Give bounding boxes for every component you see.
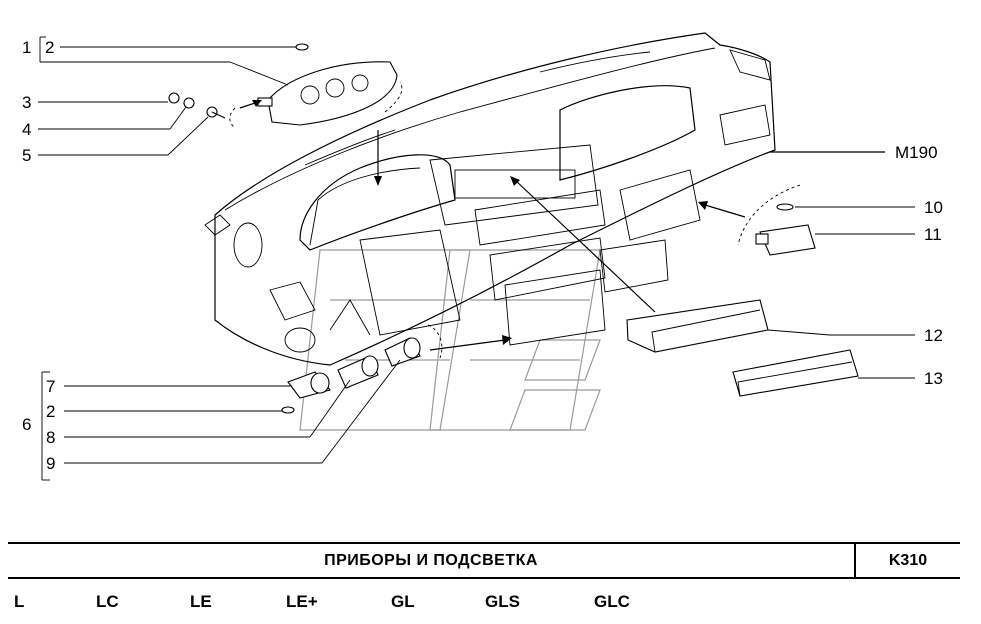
- callout-3: 3: [22, 93, 31, 112]
- switch-assembly: [281, 324, 512, 414]
- parts-diagram: 1 2 3 4 5 6 7 2 8 9 M190 10 11 12 13: [22, 32, 943, 481]
- variant-le: LE: [190, 592, 212, 611]
- callout-2-bottom: 2: [46, 402, 55, 421]
- callout-13: 13: [924, 369, 943, 388]
- side-switch: [698, 184, 816, 256]
- bulb-icon: [295, 43, 309, 51]
- callout-10: 10: [924, 198, 943, 217]
- variant-gl: GL: [391, 592, 415, 611]
- fasteners: [168, 92, 262, 129]
- callout-9: 9: [46, 454, 55, 473]
- callout-11: 11: [924, 225, 942, 244]
- variant-glc: GLC: [594, 592, 630, 611]
- callout-2-top: 2: [45, 38, 54, 57]
- panel-bezel: [732, 349, 859, 397]
- title-divider: [854, 544, 856, 577]
- instrument-cluster: [257, 61, 403, 186]
- callout-4: 4: [22, 120, 31, 139]
- callout-7: 7: [46, 377, 55, 396]
- callout-m190: M190: [895, 143, 938, 162]
- variant-lc: LC: [96, 592, 119, 611]
- callout-12: 12: [924, 326, 943, 345]
- variant-gls: GLS: [485, 592, 520, 611]
- callout-8: 8: [46, 428, 55, 447]
- variant-le-plus: LE+: [286, 592, 318, 611]
- leader-lines: [38, 36, 915, 481]
- callout-1: 1: [22, 38, 31, 57]
- callout-5: 5: [22, 146, 31, 165]
- diagram-title: ПРИБОРЫ И ПОДСВЕТКА: [324, 552, 538, 569]
- callout-6: 6: [22, 415, 31, 434]
- dashboard: [204, 32, 885, 366]
- diagram-code: K310: [888, 552, 928, 569]
- variant-l: L: [14, 592, 25, 611]
- control-panel: [510, 176, 769, 353]
- title-bar: ПРИБОРЫ И ПОДСВЕТКА K310: [8, 542, 960, 579]
